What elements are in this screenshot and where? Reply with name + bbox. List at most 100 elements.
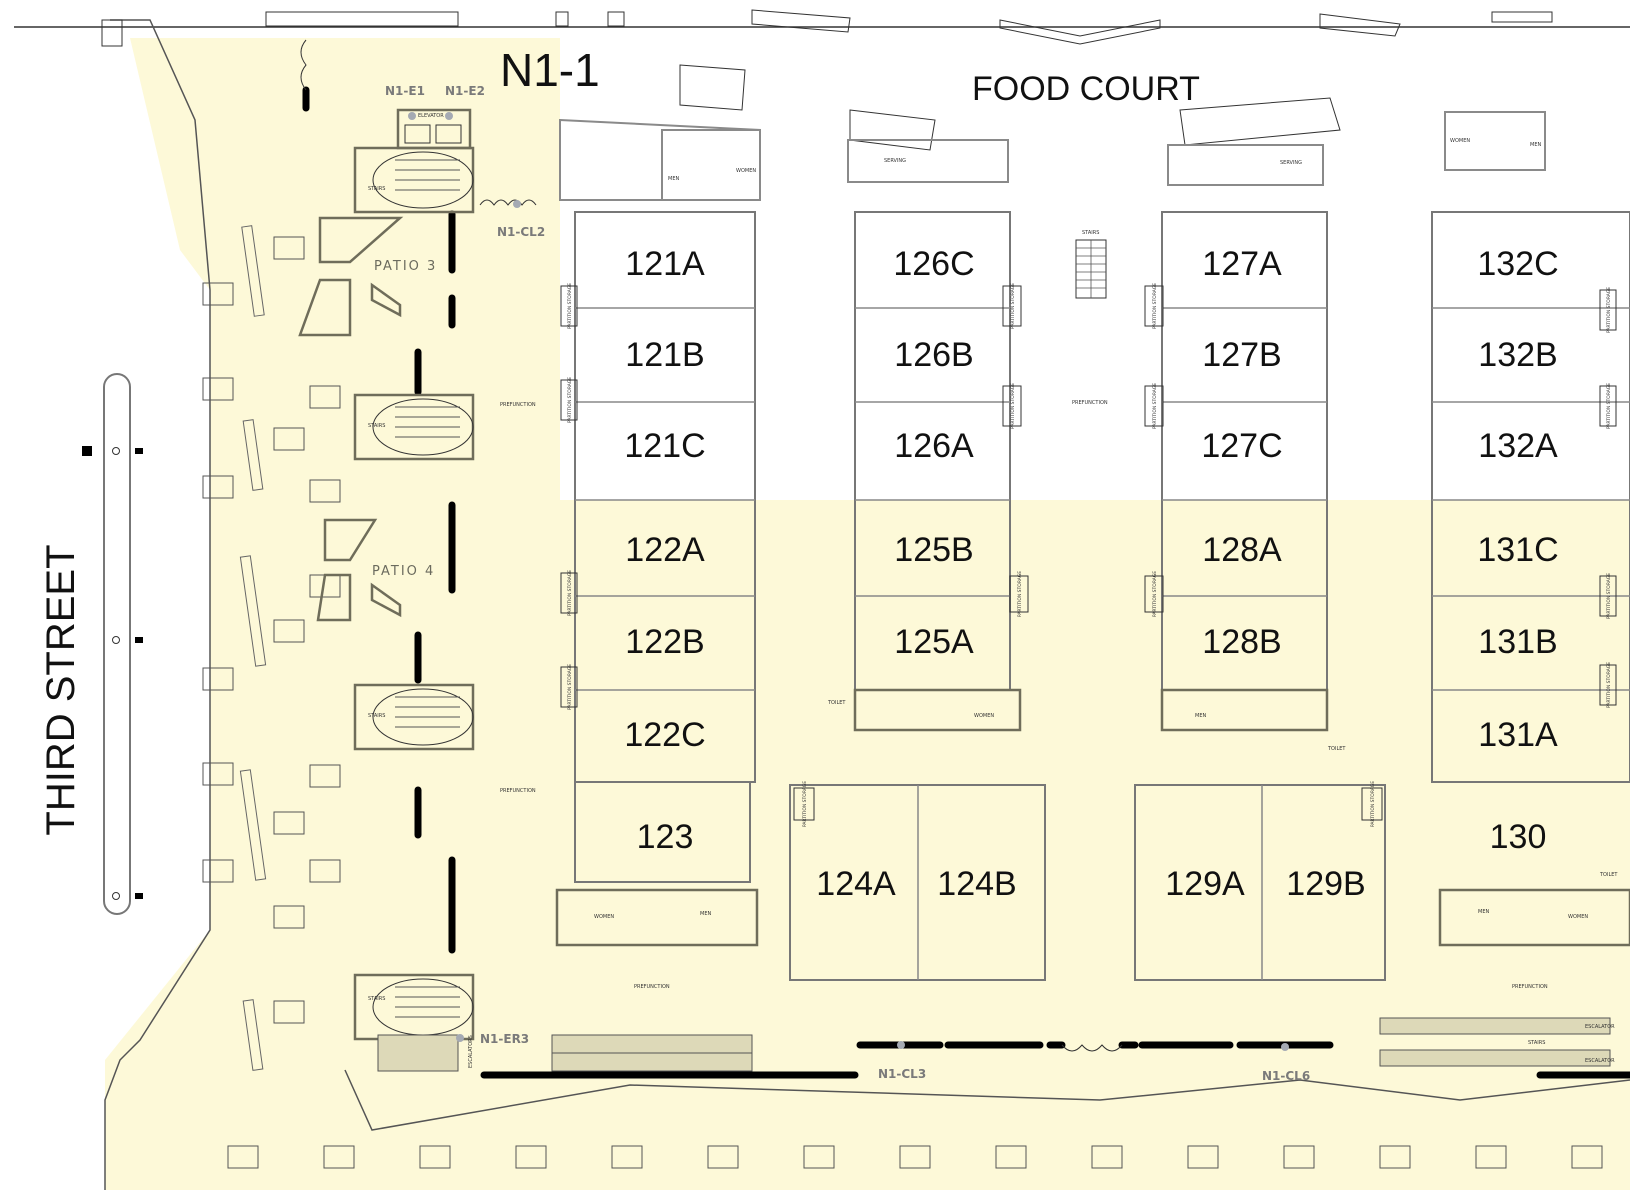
highlighted-area (105, 38, 1630, 1190)
stairs-label: STAIRS (368, 996, 385, 1002)
partition-storage (1599, 385, 1617, 427)
escalator-label: ESCALATOR (1585, 1058, 1615, 1064)
street-column (101, 19, 123, 47)
map-title: N1-1 (500, 44, 600, 96)
room-122b: 122B (625, 623, 704, 661)
marker-n1-er3: N1-ER3 (480, 1032, 529, 1046)
room-122c: 122C (624, 716, 705, 754)
partition-storage (560, 379, 578, 421)
room-132a: 132A (1478, 427, 1558, 465)
top-counter-2 (999, 19, 1161, 45)
top-counter-1 (751, 9, 851, 33)
partition-storage (1002, 285, 1022, 327)
elevator-label: ELEVATOR (418, 113, 444, 119)
stair-core (353, 146, 475, 1041)
room-121a: 121A (625, 245, 705, 283)
room-132b: 132B (1478, 336, 1557, 374)
elevator-car (404, 124, 431, 144)
men-label: MEN (1195, 713, 1206, 719)
marker-n1-e1: N1-E1 (385, 84, 425, 98)
room-127c: 127C (1201, 427, 1282, 465)
prefunction-label: PREFUNCTION (500, 402, 536, 408)
plaza-railing (344, 1069, 1630, 1131)
planter-boxes (202, 236, 341, 1024)
room-128a: 128A (1202, 531, 1282, 569)
partition-storage-label: PARTITION STORAGE (1606, 662, 1612, 708)
room-column-127-129 (1134, 211, 1386, 981)
patio-3-label: PATIO 3 (374, 259, 437, 274)
partition-storage-label: PARTITION STORAGE (1606, 383, 1612, 429)
men-label: MEN (668, 176, 679, 182)
top-column (607, 11, 625, 27)
marker-n1-e2: N1-E2 (445, 84, 485, 98)
women-label: WOMEN (974, 713, 994, 719)
room-124a: 124A (816, 865, 896, 903)
room-128b: 128B (1202, 623, 1281, 661)
planter-row-bottom (227, 1145, 1603, 1169)
marker-dot-cl2 (513, 200, 521, 208)
stairs-label: STAIRS (1528, 1040, 1545, 1046)
escalator-west (377, 1034, 753, 1072)
partition-storage-label: PARTITION STORAGE (1152, 383, 1158, 429)
room-123: 123 (637, 818, 694, 856)
stairs-label: STAIRS (368, 423, 385, 429)
partition-storage-label: PARTITION STORAGE (567, 377, 573, 423)
escalator-label: ESCALATOR (1585, 1024, 1615, 1030)
prefunction-label: PREFUNCTION (634, 984, 670, 990)
room-129a: 129A (1165, 865, 1245, 903)
room-124b: 124B (937, 865, 1016, 903)
prefunction-label: PREFUNCTION (1512, 984, 1548, 990)
room-125b: 125B (894, 531, 973, 569)
patio-3-outline (298, 216, 404, 337)
room-126a: 126A (894, 427, 974, 465)
partition-storage (1144, 285, 1164, 327)
food-court-structures (559, 64, 1546, 201)
partition-storage-label: PARTITION STORAGE (567, 283, 573, 329)
partition-storage-label: PARTITION STORAGE (567, 570, 573, 616)
partition-storage-label: PARTITION STORAGE (1370, 781, 1376, 827)
partition-storage (1009, 575, 1029, 613)
elevator-marker-dot (408, 112, 416, 120)
doorway-cl2 (479, 199, 537, 206)
marker-dot-er3 (456, 1034, 464, 1042)
toilet-label: TOILET (1599, 872, 1618, 878)
room-132c: 132C (1477, 245, 1558, 283)
elevator-bank (396, 108, 472, 150)
partition-storage (1002, 385, 1022, 427)
women-label: WOMEN (1450, 138, 1470, 144)
room-127b: 127B (1202, 336, 1281, 374)
partition-storage-label: PARTITION STORAGE (1152, 571, 1158, 617)
partition-storage (793, 787, 815, 821)
room-127a: 127A (1202, 245, 1282, 283)
room-130: 130 (1490, 818, 1547, 856)
women-label: WOMEN (594, 914, 614, 920)
room-129b: 129B (1286, 865, 1365, 903)
serving-label: SERVING (884, 158, 906, 164)
partition-storage (1599, 289, 1617, 331)
partition-storage (560, 666, 578, 708)
street-curb (104, 19, 211, 1190)
partition-storage (1144, 385, 1164, 427)
marker-dot-cl3 (897, 1041, 905, 1049)
room-121b: 121B (625, 336, 704, 374)
partition-storage-label: PARTITION STORAGE (1010, 283, 1016, 329)
men-label: MEN (700, 911, 711, 917)
prefunction-label: PREFUNCTION (500, 788, 536, 794)
partition-storage-label: PARTITION STORAGE (1606, 287, 1612, 333)
room-126c: 126C (893, 245, 974, 283)
top-column (555, 11, 569, 27)
patio-4-label: PATIO 4 (372, 564, 435, 579)
partition-storage-label: PARTITION STORAGE (1152, 283, 1158, 329)
partition-storage-label: PARTITION STORAGE (802, 781, 808, 827)
partition-storage-label: PARTITION STORAGE (1606, 573, 1612, 619)
patio-4-outline (316, 518, 402, 622)
men-label: MEN (1530, 142, 1541, 148)
room-column-124-126 (789, 211, 1046, 981)
partition-storage-label: PARTITION STORAGE (1017, 571, 1023, 617)
escalator-east (1379, 1017, 1611, 1067)
partition-storage (1144, 575, 1164, 613)
median (103, 373, 131, 915)
marker-n1-cl6: N1-CL6 (1262, 1069, 1310, 1083)
serving-label: SERVING (1280, 160, 1302, 166)
partition-storage (1599, 575, 1617, 617)
